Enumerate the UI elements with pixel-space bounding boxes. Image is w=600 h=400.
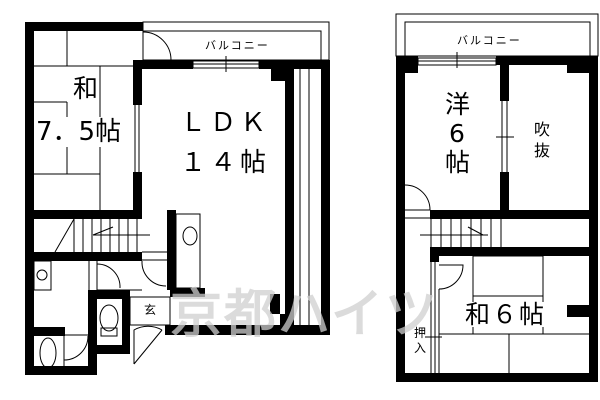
youshitsu-label-line3: 帖: [445, 148, 471, 177]
ldk-label-line2: １４帖: [180, 148, 271, 178]
washitsu-label-line2: 7．5帖: [36, 117, 122, 147]
watermark: 京都ハイツ: [170, 285, 439, 345]
balcony-label-left: バルコニー: [205, 39, 270, 52]
closet-label-line1: 押: [414, 326, 427, 340]
fukinuke-label-line2: 抜: [534, 141, 551, 160]
ldk-label-line1: ＬＤＫ: [180, 108, 271, 138]
youshitsu-label-line1: 洋: [445, 90, 471, 119]
washitsu2-label: 和６帖: [465, 300, 547, 329]
entrance-label: 玄: [144, 303, 157, 317]
balcony-label-right: バルコニー: [457, 34, 522, 47]
closet-label-line2: 入: [414, 341, 427, 355]
fukinuke-label-line1: 吹: [534, 120, 551, 139]
youshitsu-label-line2: 6: [449, 119, 465, 148]
washitsu-label-line1: 和: [73, 74, 99, 103]
